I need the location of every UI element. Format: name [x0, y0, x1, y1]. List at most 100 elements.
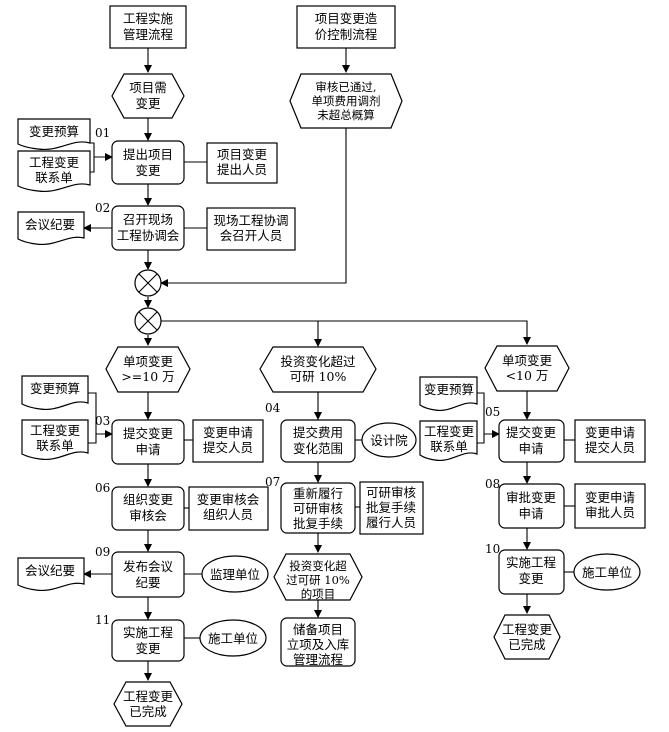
- done-1-line-2: 已完成: [129, 704, 167, 719]
- constructor-2-label: 施工单位: [582, 565, 632, 580]
- decision-ge10: [105, 346, 191, 393]
- audit-passed-line-1: 审核已通过,: [315, 80, 376, 94]
- svg-text:工程变更已完成: 工程变更已完成: [502, 622, 553, 652]
- implement-1-line-1: 实施工程: [123, 625, 174, 640]
- approve-line-1: 审批变更: [506, 490, 557, 505]
- svg-text:项目需变更: 项目需变更: [129, 80, 167, 111]
- done-2-line-2: 已完成: [508, 637, 546, 652]
- svg-text:重新履行可研审核批复手续: 重新履行可研审核批复手续: [293, 486, 344, 531]
- need-change-line-1: 项目需: [129, 80, 167, 95]
- role-rerun-staff: [359, 481, 424, 535]
- decision-lt10: [484, 345, 570, 392]
- step-08: 08: [485, 477, 500, 491]
- approve-line-2: 申请: [518, 506, 543, 521]
- contact-2-line-2: 联系单: [36, 438, 74, 453]
- contact-2-line-1: 工程变更: [30, 423, 81, 438]
- svg-text:工程变更联系单: 工程变更联系单: [29, 155, 80, 185]
- lt10-line-1: 单项变更: [502, 353, 553, 368]
- reserve-line-2: 立项及入库: [287, 637, 350, 652]
- doc-contact-2: [21, 419, 89, 460]
- constructor-1-label: 施工单位: [208, 631, 258, 646]
- rerun-line-1: 重新履行: [293, 486, 343, 501]
- process-implement-1: [111, 619, 185, 662]
- start-left-line-2: 管理流程: [123, 27, 174, 42]
- review-organizer-line-1: 变更审核会: [197, 492, 260, 507]
- role-submitter-2: [574, 419, 646, 463]
- submit-1-line-1: 提交变更: [123, 426, 174, 441]
- svg-text:单项变更>=10 万: 单项变更>=10 万: [121, 354, 174, 384]
- svg-text:单项变更<10 万: 单项变更<10 万: [502, 353, 553, 383]
- step-07: 07: [265, 475, 280, 489]
- svg-text:变更申请提交人员: 变更申请提交人员: [203, 425, 253, 455]
- invest-project-line-1: 投资变化超: [289, 559, 347, 573]
- step-10: 10: [485, 542, 500, 556]
- done-1-line-1: 工程变更: [123, 689, 174, 704]
- party-constructor-1: [199, 619, 267, 657]
- process-coord-meeting: [111, 205, 185, 251]
- role-approver: [574, 483, 646, 529]
- review-meeting-line-1: 组织变更: [123, 492, 174, 507]
- submit-2-line-1: 提交变更: [506, 425, 557, 440]
- svg-text:提交费用变化范围: 提交费用变化范围: [293, 425, 343, 456]
- svg-text:可研审核批复手续履行人员: 可研审核批复手续履行人员: [366, 485, 417, 530]
- end-done-left: [113, 681, 183, 727]
- svg-text:召开现场工程协调会: 召开现场工程协调会: [117, 212, 180, 243]
- submitter-2-line-1: 变更申请: [585, 425, 635, 440]
- process-submit-fee: [280, 419, 356, 463]
- submit-2-line-2: 申请: [518, 441, 543, 456]
- step-09: 09: [95, 545, 110, 559]
- step-01: 01: [95, 126, 110, 140]
- propose-line-2: 变更: [135, 163, 161, 178]
- svg-text:提交变更申请: 提交变更申请: [506, 425, 557, 456]
- supervisor-label: 监理单位: [210, 567, 260, 582]
- invest-exceed-line-2: 可研 10%: [290, 369, 347, 384]
- rerun-line-3: 批复手续: [293, 516, 343, 531]
- party-constructor-2: [573, 553, 641, 591]
- decision-need-change: [111, 73, 185, 119]
- contact-3-line-2: 联系单: [430, 439, 468, 454]
- invest-project-line-3: 的项目: [301, 587, 336, 601]
- publish-line-1: 发布会议: [123, 559, 174, 574]
- decision-invest-project: [273, 553, 363, 601]
- proposer-line-1: 项目变更: [217, 147, 268, 162]
- merge-node-1: [134, 269, 162, 297]
- party-design-inst: [361, 422, 417, 458]
- invest-project-line-2: 过可研 10%: [286, 573, 350, 587]
- svg-text:工程变更联系单: 工程变更联系单: [424, 424, 475, 454]
- shapes: [17, 5, 646, 727]
- process-propose: [111, 140, 185, 185]
- step-03: 03: [95, 414, 110, 428]
- svg-text:审批变更申请: 审批变更申请: [506, 490, 557, 521]
- start-right-box: [296, 5, 396, 49]
- svg-text:发布会议纪要: 发布会议纪要: [123, 559, 174, 590]
- merge-node-2: [134, 307, 162, 335]
- budget-1-label: 变更预算: [29, 124, 79, 139]
- coord-meeting-line-2: 工程协调会: [117, 228, 180, 243]
- rerun-staff-line-1: 可研审核: [366, 485, 417, 500]
- contact-1-line-2: 联系单: [35, 170, 73, 185]
- doc-minutes-1: [17, 211, 85, 246]
- contact-3-line-1: 工程变更: [424, 424, 475, 439]
- coord-convener-line-1: 现场工程协调: [213, 213, 288, 228]
- step-05: 05: [485, 405, 500, 419]
- reserve-line-1: 储备项目: [293, 622, 343, 637]
- budget-3-label: 变更预算: [424, 382, 474, 397]
- submit-1-line-2: 申请: [135, 442, 160, 457]
- svg-text:审核已通过,单项费用调剂未超总概算: 审核已通过,单项费用调剂未超总概算: [312, 80, 381, 122]
- svg-text:工程变更已完成: 工程变更已完成: [123, 689, 174, 719]
- start-left-line-1: 工程实施: [123, 11, 174, 26]
- done-2-line-1: 工程变更: [502, 622, 553, 637]
- audit-passed-line-2: 单项费用调剂: [312, 94, 381, 108]
- svg-text:提交变更申请: 提交变更申请: [123, 426, 174, 457]
- submitter-2-line-2: 提交人员: [585, 440, 635, 455]
- svg-text:项目变更造价控制流程: 项目变更造价控制流程: [315, 11, 378, 42]
- process-review-meeting: [111, 486, 185, 531]
- decision-invest-exceed: [259, 346, 377, 393]
- doc-budget-2: [21, 375, 89, 410]
- role-submitter-1: [192, 419, 264, 463]
- doc-minutes-2: [17, 557, 85, 592]
- review-organizer-line-2: 组织人员: [203, 507, 253, 522]
- process-submit-2: [498, 419, 565, 463]
- party-supervisor: [201, 555, 269, 593]
- review-meeting-line-2: 审核会: [129, 508, 167, 523]
